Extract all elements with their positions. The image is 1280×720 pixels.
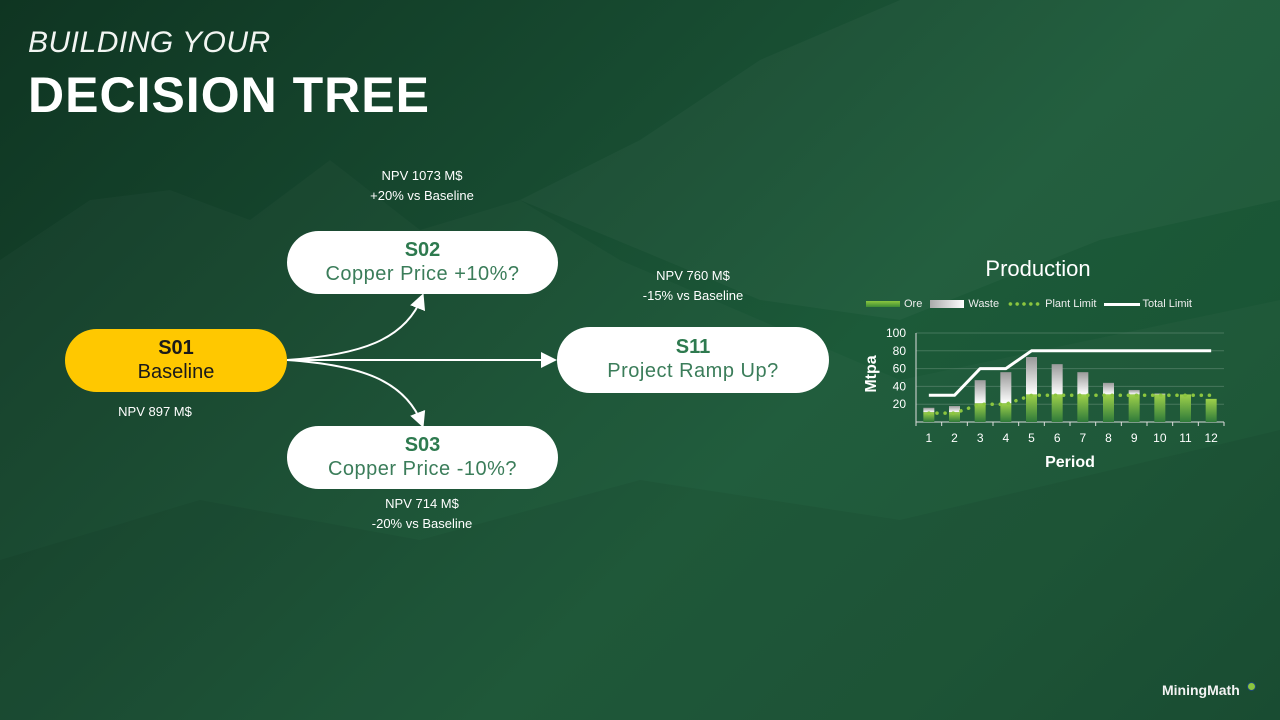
bar-waste bbox=[1026, 357, 1037, 395]
npv-value: NPV 760 M$ bbox=[656, 268, 730, 283]
node-label: Copper Price -10%? bbox=[327, 457, 518, 480]
plant-limit-line bbox=[927, 393, 1213, 415]
brand-logo: MiningMath bbox=[1162, 682, 1255, 698]
bar-ore bbox=[1103, 394, 1114, 422]
bar-ore bbox=[923, 412, 935, 422]
y-tick-label: 40 bbox=[893, 379, 907, 393]
legend-swatch-total-limit bbox=[1104, 302, 1141, 306]
bar-waste bbox=[949, 405, 960, 413]
bar-waste bbox=[923, 407, 935, 413]
x-tick-label: 9 bbox=[1131, 431, 1138, 445]
bar-ore bbox=[1128, 394, 1140, 422]
legend-swatch-ore bbox=[866, 301, 900, 307]
x-tick-label: 3 bbox=[977, 431, 984, 445]
bar-ore bbox=[949, 412, 960, 422]
bar-waste bbox=[1103, 382, 1114, 395]
x-tick-label: 7 bbox=[1079, 431, 1086, 445]
y-tick-label: 60 bbox=[893, 362, 907, 376]
node-code: S01 bbox=[158, 336, 194, 359]
bar-ore bbox=[1180, 394, 1191, 422]
node-s11[interactable]: S11 Project Ramp Up? bbox=[557, 327, 829, 393]
npv-delta: -20% vs Baseline bbox=[371, 516, 473, 531]
legend-label: Plant Limit bbox=[1045, 298, 1097, 310]
legend-item-total-limit: Total Limit bbox=[1104, 298, 1192, 310]
total-limit-line bbox=[928, 349, 1212, 397]
node-s03[interactable]: S03 Copper Price -10%? bbox=[287, 426, 558, 489]
bar-ore bbox=[1154, 394, 1166, 422]
x-tick-label: 10 bbox=[1153, 431, 1167, 445]
bar-ore bbox=[1205, 398, 1217, 422]
legend-label: Total Limit bbox=[1142, 298, 1192, 310]
x-tick-label: 8 bbox=[1105, 431, 1112, 445]
arrow-to-s03 bbox=[286, 359, 426, 428]
y-tick-label: 80 bbox=[893, 344, 907, 358]
legend-item-ore: Ore bbox=[866, 298, 922, 310]
y-tick-label: 100 bbox=[886, 326, 906, 340]
bar-waste bbox=[1077, 372, 1089, 395]
node-s02[interactable]: S02 Copper Price +10%? bbox=[287, 231, 558, 294]
npv-s11: NPV 760 M$ -15% vs Baseline bbox=[613, 266, 773, 306]
x-axis-label: Period bbox=[1045, 454, 1095, 471]
npv-delta: -15% vs Baseline bbox=[642, 288, 744, 303]
node-code: S03 bbox=[404, 433, 441, 456]
node-s01[interactable]: S01 Baseline bbox=[65, 329, 287, 392]
legend-swatch-waste bbox=[930, 300, 965, 308]
npv-delta: +20% vs Baseline bbox=[370, 188, 474, 203]
npv-s02: NPV 1073 M$ +20% vs Baseline bbox=[342, 166, 502, 206]
arrow-to-s02 bbox=[286, 293, 426, 361]
x-tick-label: 12 bbox=[1204, 431, 1218, 445]
legend-label: Ore bbox=[904, 298, 923, 310]
bar-waste bbox=[1000, 372, 1012, 404]
x-tick-label: 4 bbox=[1002, 431, 1009, 445]
bar-ore bbox=[1000, 403, 1012, 422]
x-tick-label: 2 bbox=[951, 431, 958, 445]
x-tick-label: 11 bbox=[1179, 431, 1192, 445]
brand-dot-icon bbox=[1247, 682, 1255, 690]
bar-waste bbox=[974, 380, 986, 404]
bar-waste bbox=[1051, 364, 1063, 395]
bar-ore bbox=[1051, 394, 1063, 422]
node-code: S02 bbox=[404, 238, 441, 261]
node-code: S11 bbox=[675, 336, 711, 358]
npv-value: NPV 714 M$ bbox=[385, 496, 459, 511]
npv-s03: NPV 714 M$ -20% vs Baseline bbox=[342, 494, 502, 534]
npv-s01: NPV 897 M$ bbox=[118, 404, 192, 419]
bar-waste bbox=[1128, 389, 1140, 395]
bar-ore bbox=[974, 403, 986, 422]
node-label: Baseline bbox=[137, 360, 215, 383]
bar-ore bbox=[1077, 394, 1089, 422]
slide-subtitle: BUILDING YOUR bbox=[28, 26, 271, 59]
bar-ore bbox=[1026, 394, 1037, 422]
x-tick-label: 6 bbox=[1054, 431, 1061, 445]
brand-name: MiningMath bbox=[1162, 682, 1240, 698]
legend-item-waste: Waste bbox=[930, 298, 999, 310]
node-label: Copper Price +10%? bbox=[325, 262, 520, 285]
x-tick-label: 5 bbox=[1028, 431, 1035, 445]
legend-item-plant-limit: Plant Limit bbox=[1007, 298, 1096, 310]
y-tick-label: 20 bbox=[893, 397, 907, 411]
node-label: Project Ramp Up? bbox=[607, 360, 779, 382]
legend-label: Waste bbox=[968, 298, 1000, 310]
npv-value: NPV 1073 M$ bbox=[381, 168, 463, 183]
legend-swatch-plant-limit bbox=[1007, 302, 1042, 306]
slide-title: DECISION TREE bbox=[28, 67, 430, 123]
chart-legend: Ore Waste Plant Limit Total Limit bbox=[866, 298, 1200, 310]
chart-title: Production bbox=[985, 256, 1091, 281]
x-tick-label: 1 bbox=[925, 431, 932, 445]
